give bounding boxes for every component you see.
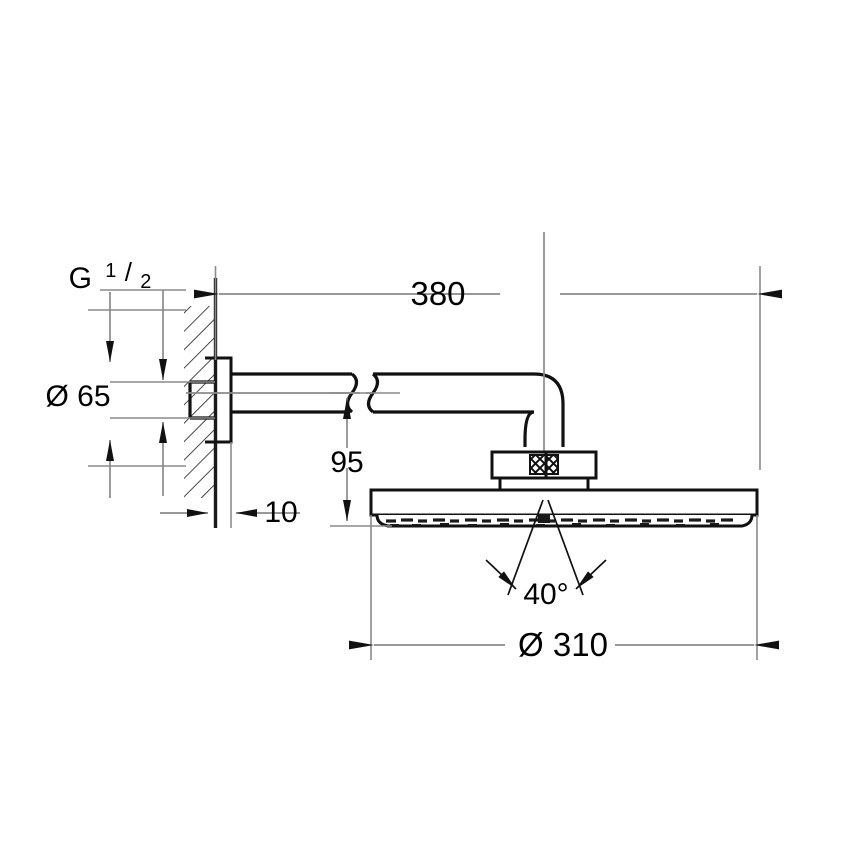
thread-fraction-slash: / [125,257,133,287]
dimension-flange-diameter: Ø 65 [45,292,186,498]
dimension-head-diameter: Ø 310 [349,515,779,663]
arm-top-right-bend [373,372,565,447]
dim-label-95: 95 [330,446,363,479]
center-nozzle-marker [538,514,550,523]
thread-fraction-denominator: 2 [140,271,151,293]
joint-upper-section-hatch [529,454,559,475]
wall-flange [205,356,233,444]
dim-label-thread: G 1 / 2 [69,251,152,295]
head-top-plate [369,488,759,517]
dim-label-head-diameter: Ø 310 [518,626,608,663]
shower-arm [231,372,565,447]
dimension-drop-height: 95 [330,392,400,527]
dimension-wall-projection: 10 [160,442,300,529]
dimension-arm-length: 380 [194,266,782,470]
spray-nozzle-array [386,514,733,526]
dimension-thread-size: G 1 / 2 [69,251,215,496]
dim-label-flange-diameter: Ø 65 [45,380,110,413]
thread-prefix: G [69,262,92,295]
dim-label-10: 10 [264,496,297,529]
dim-label-380: 380 [410,275,465,312]
thread-fraction-numerator: 1 [105,260,116,282]
arm-bottom-right-bend [373,410,535,447]
dimension-spray-angle: 40° [485,499,607,611]
angle-leader-left [485,559,517,590]
angle-leader-right [575,559,607,590]
flange-outline [205,356,233,444]
dim-label-spray-angle: 40° [523,578,568,611]
